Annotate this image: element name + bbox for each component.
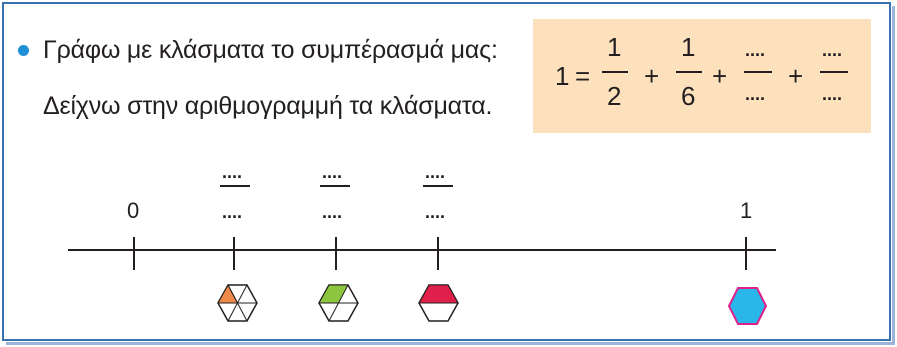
plus-1: + xyxy=(644,61,659,91)
plus-2: + xyxy=(712,61,727,91)
plus-3: + xyxy=(788,61,803,91)
equation: 1 = 1 2 + 1 6 + .... .... + .... .... xyxy=(555,32,848,111)
instruction-line-1: Γράφω με κλάσματα το συμπέρασμά μας: xyxy=(43,36,498,64)
exercise-frame xyxy=(2,2,891,341)
blank-fraction-2-denominator: .... xyxy=(322,202,342,222)
hexagon-thirds-icon xyxy=(318,284,359,322)
term-3-denominator: .... xyxy=(745,84,765,104)
equation-lhs: 1 xyxy=(555,61,569,91)
equation-box xyxy=(533,19,871,133)
instruction-line-2: Δείχνω στην αριθμογραμμή τα κλάσματα. xyxy=(43,92,493,120)
blank-fraction-1-numerator: .... xyxy=(222,162,242,182)
hexagon-half-icon xyxy=(418,284,459,322)
frame-shadow xyxy=(6,6,895,345)
term-1-numerator: 1 xyxy=(607,32,621,62)
term-4-numerator: .... xyxy=(822,40,842,60)
term-2-denominator: 6 xyxy=(681,81,695,111)
label-zero: 0 xyxy=(127,198,139,223)
blank-fraction-1-denominator: .... xyxy=(222,202,242,222)
term-1-denominator: 2 xyxy=(607,81,621,111)
hexagon-sixths-icon xyxy=(217,283,258,322)
term-4-denominator: .... xyxy=(822,84,842,104)
term-3-numerator: .... xyxy=(745,40,765,60)
blank-fraction-3-denominator: .... xyxy=(425,202,445,222)
number-line xyxy=(68,237,776,270)
blank-fraction-2-numerator: .... xyxy=(322,162,342,182)
term-2-numerator: 1 xyxy=(681,32,695,62)
blank-fractions: .... .... .... .... .... .... xyxy=(220,162,453,222)
bullet-icon xyxy=(18,45,29,56)
label-one: 1 xyxy=(740,198,752,223)
blank-fraction-3-numerator: .... xyxy=(425,162,445,182)
equation-equals: = xyxy=(575,61,590,91)
hexagon-whole-icon xyxy=(727,287,768,325)
